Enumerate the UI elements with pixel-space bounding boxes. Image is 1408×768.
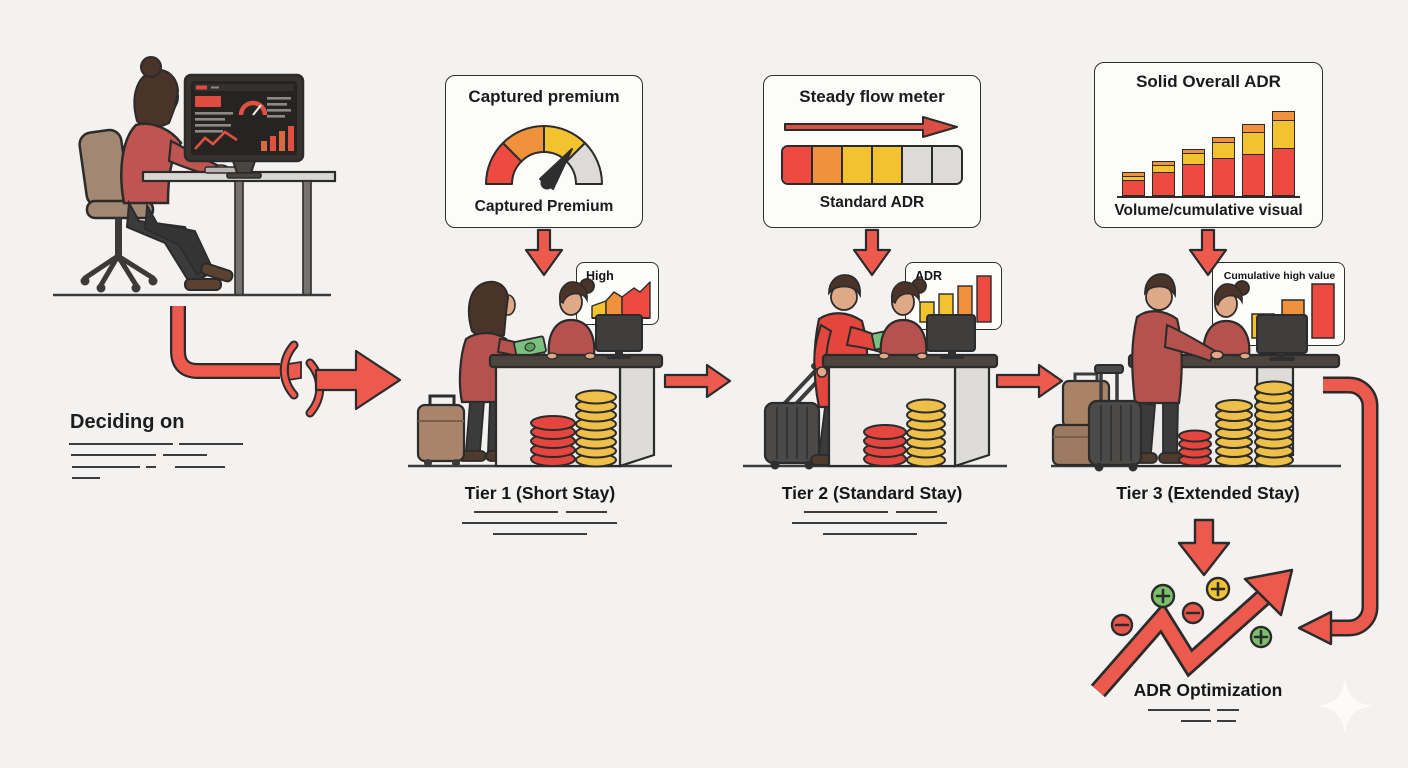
coin-stacks [530, 389, 617, 468]
red-coin-stack [863, 424, 907, 467]
flow-meter-cell [903, 147, 933, 183]
yellow-segment [1242, 131, 1265, 156]
flow-arrow-icon [784, 116, 958, 138]
adr-optimization-illustration [1090, 568, 1294, 698]
receptionist-hand [878, 352, 890, 360]
stacked-bar-chart [1117, 96, 1300, 198]
solid-overall-adr-box: Solid Overall ADR Volume/cumulative visu… [1094, 62, 1323, 228]
flow-meter-cell [933, 147, 961, 183]
receptionist-hand [916, 352, 928, 360]
red-segment [1122, 180, 1145, 196]
flow-arrow-start [170, 306, 402, 418]
tier1-label: Tier 1 (Short Stay) [464, 483, 616, 503]
stacked-bar [1272, 111, 1295, 196]
plus-minus-markers [1110, 576, 1273, 649]
down-arrow [1188, 228, 1228, 277]
dashboard-line-chart [194, 130, 238, 150]
tier2-label: Tier 2 (Standard Stay) [781, 483, 963, 503]
analyst-figure [120, 56, 234, 291]
yellow-coin-stack [575, 389, 617, 468]
tier3-reception-scene [1051, 273, 1341, 472]
box-title: Solid Overall ADR [1136, 72, 1281, 91]
red-segment [1212, 158, 1235, 196]
stacked-bar [1212, 137, 1235, 196]
tier2-reception-scene [743, 274, 1007, 470]
receptionist-hand [546, 352, 558, 360]
tier3-label: Tier 3 (Extended Stay) [1116, 483, 1300, 503]
receptionist-figure [547, 278, 596, 358]
banknote [513, 335, 547, 359]
box-caption: Captured Premium [474, 198, 614, 215]
captured-premium-box: Captured premium Captured Premium [445, 75, 643, 228]
coin-stacks [1178, 380, 1294, 468]
tier1-reception-scene [408, 278, 672, 468]
red-segment [1272, 148, 1295, 196]
plus-marker [1249, 625, 1273, 649]
adr-optimization-label: ADR Optimization [1133, 680, 1283, 700]
deciding-on-label: Deciding on [70, 411, 185, 433]
receptionist-hand [1239, 352, 1251, 360]
box-caption: Volume/cumulative visual [1114, 202, 1303, 219]
tier2-to-tier3-arrow [995, 363, 1064, 399]
stacked-bar [1152, 161, 1175, 196]
coin-stacks [863, 398, 946, 468]
minus-marker [1181, 601, 1205, 625]
gauge-chart [485, 125, 603, 190]
yellow-coin-stack [1215, 399, 1253, 467]
down-arrow [524, 228, 564, 277]
flow-meter-strip [781, 145, 963, 185]
tier3-to-optimization-arrow [1177, 518, 1231, 577]
dashboard-bar-chart [261, 126, 294, 151]
arrowhead [1243, 568, 1294, 617]
arrowhead [1297, 610, 1333, 646]
stacked-bar [1242, 124, 1265, 196]
rolling-suitcase [1087, 364, 1143, 472]
flow-meter-cell [873, 147, 903, 183]
red-segment [1242, 154, 1265, 196]
tall-yellow-coin-stack [1254, 380, 1294, 468]
gauge-needle [539, 148, 573, 190]
reception-monitor [595, 314, 643, 359]
stacked-bar [1182, 149, 1205, 196]
yellow-coin-stack [906, 398, 946, 468]
reception-monitor [1256, 314, 1308, 361]
yellow-segment [1272, 119, 1295, 150]
dashboard-gauge [238, 100, 268, 116]
down-arrow [852, 228, 892, 277]
break-mark [279, 340, 325, 418]
suitcase [416, 394, 466, 467]
plus-marker [1205, 576, 1231, 602]
receptionist-figure [879, 278, 928, 358]
red-coin-stack [530, 415, 576, 467]
red-segment [1152, 172, 1175, 196]
office-chair [78, 128, 158, 293]
red-segment [1182, 164, 1205, 196]
reception-monitor [926, 314, 976, 359]
dashboard-monitor [183, 73, 305, 179]
sign-label: Cumulative high value [1223, 270, 1336, 282]
steady-flow-meter-box: Steady flow meter Standard ADR [763, 75, 981, 228]
sign-label: High [586, 269, 614, 283]
yellow-segment [1212, 141, 1235, 160]
flow-meter-cell [843, 147, 873, 183]
stacked-bar [1122, 172, 1145, 196]
receptionist-hand [584, 352, 596, 360]
box-title: Steady flow meter [799, 87, 945, 106]
plus-marker [1150, 583, 1176, 609]
flow-meter-cell [783, 147, 813, 183]
red-coin-stack [1178, 429, 1212, 467]
receptionist-figure [1202, 280, 1251, 358]
dashboard-kpi-tile [195, 96, 221, 107]
tier1-to-tier2-arrow [663, 363, 732, 399]
arrowhead [314, 349, 402, 411]
box-title: Captured premium [468, 87, 620, 106]
flow-meter-cell [813, 147, 843, 183]
sparkle-decoration [1317, 678, 1373, 734]
box-caption: Standard ADR [819, 194, 925, 211]
analyst-at-computer-illustration [53, 56, 337, 297]
minus-marker [1110, 613, 1134, 637]
return-loop-arrow [1297, 376, 1379, 646]
